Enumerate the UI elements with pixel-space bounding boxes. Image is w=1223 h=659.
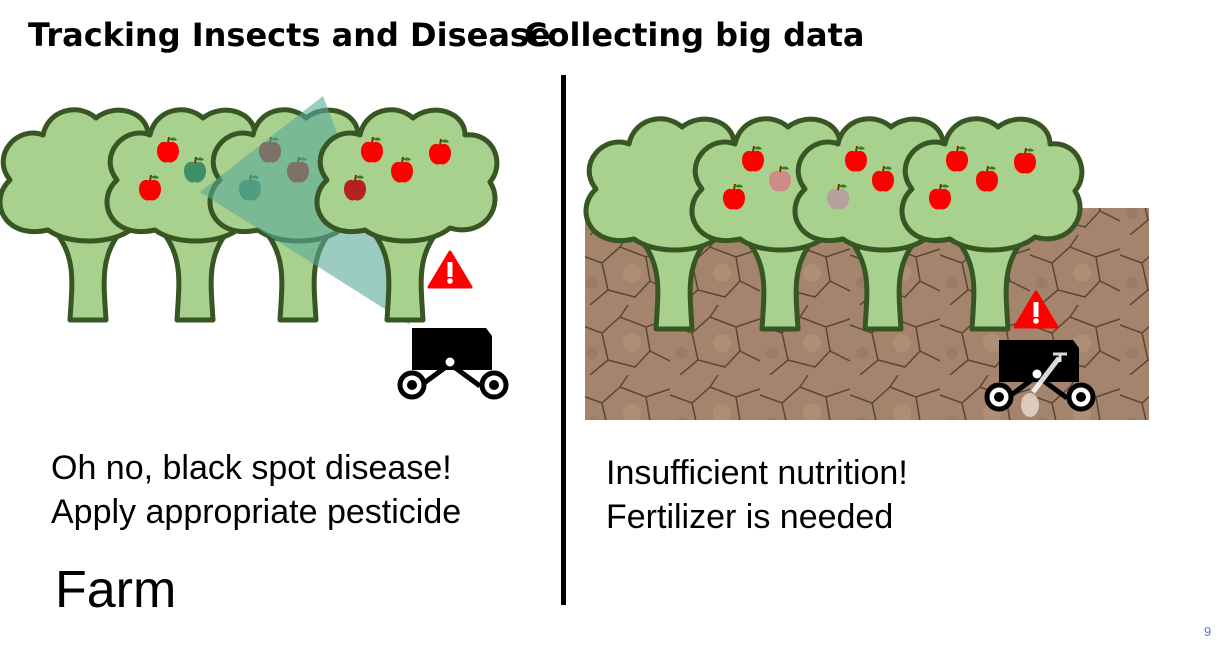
- page-number: 9: [1204, 624, 1212, 639]
- left-alert-line-2: Apply appropriate pesticide: [51, 493, 462, 531]
- warning-icon: [427, 250, 473, 289]
- robot-rover-icon: [984, 340, 1096, 417]
- right-heading: Collecting big data: [524, 16, 865, 54]
- scan-beam: [200, 96, 410, 325]
- warning-icon: [1013, 290, 1059, 329]
- left-orchard-scene: [0, 96, 509, 400]
- robot-rover-icon: [397, 328, 509, 400]
- right-alert-line-2: Fertilizer is needed: [606, 498, 894, 536]
- right-alert-line-1: Insufficient nutrition!: [606, 454, 908, 492]
- farm-label: Farm: [55, 561, 177, 619]
- center-divider: [561, 75, 566, 605]
- left-alert-line-1: Oh no, black spot disease!: [51, 449, 452, 487]
- left-heading: Tracking Insects and Disease: [28, 16, 551, 54]
- right-orchard-scene: [580, 95, 1149, 420]
